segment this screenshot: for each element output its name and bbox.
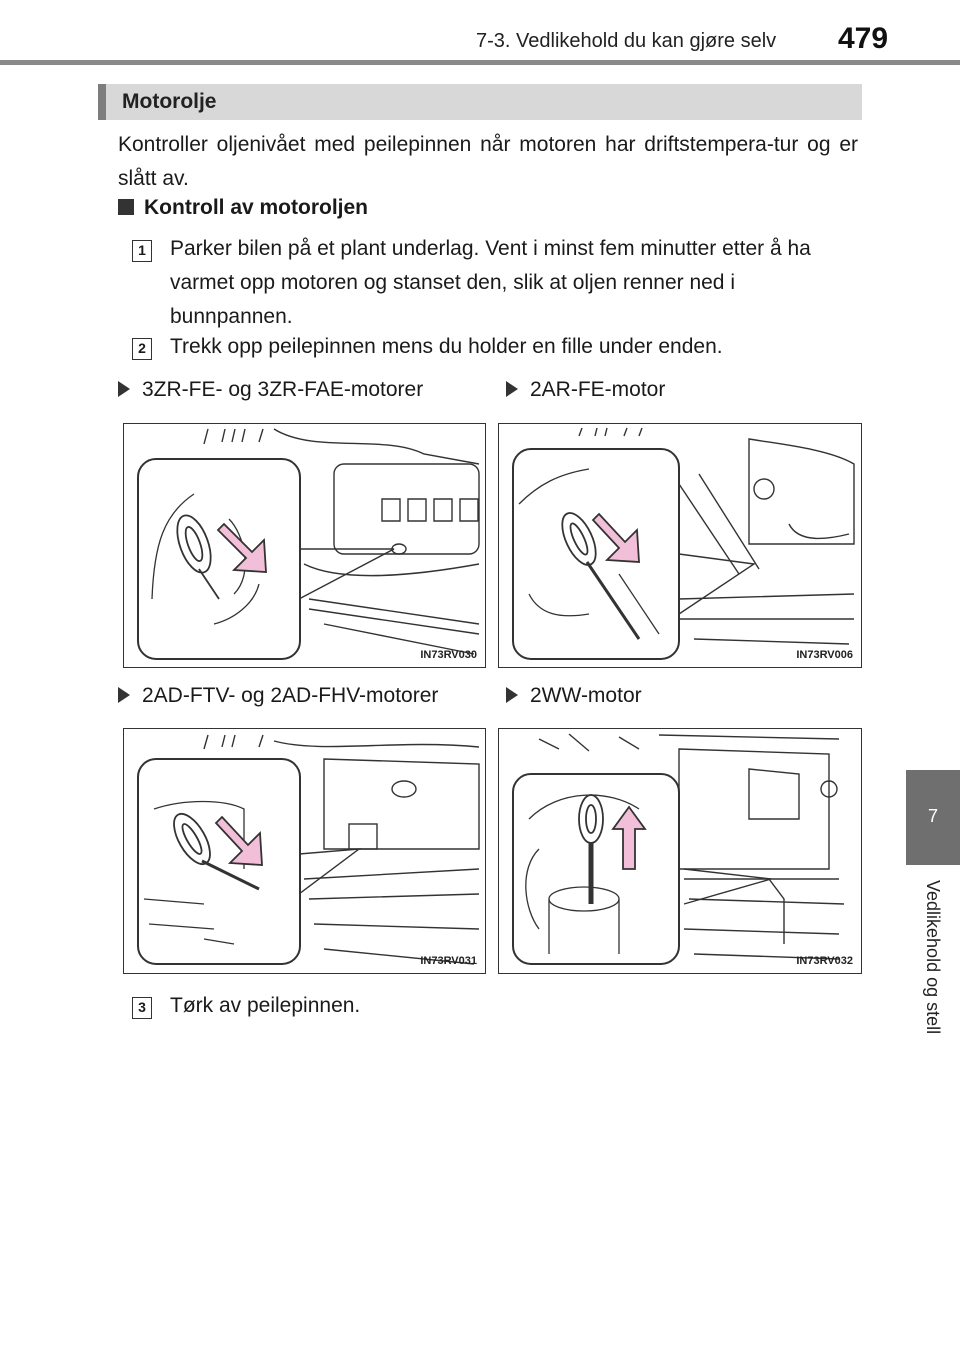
chapter-title: Vedlikehold og stell bbox=[923, 880, 943, 1035]
triangle-bullet-icon bbox=[118, 381, 130, 397]
triangle-bullet-icon bbox=[118, 687, 130, 703]
section-heading-bar: Motorolje bbox=[98, 84, 862, 120]
figure-label-2: 2AR-FE-motor bbox=[506, 378, 665, 402]
figure-label-4: 2WW-motor bbox=[506, 684, 642, 708]
engine-illustration bbox=[137, 734, 480, 965]
figure-engine-3zr: IN73RV030 bbox=[123, 423, 486, 668]
engine-illustration bbox=[512, 427, 855, 660]
figure-engine-2ww: IN73RV032 bbox=[498, 728, 862, 974]
figure-engine-2ad: IN73RV031 bbox=[123, 728, 486, 974]
intro-paragraph: Kontroller oljenivået med peilepinnen nå… bbox=[118, 133, 858, 190]
page-number: 479 bbox=[838, 22, 889, 55]
step-1-text: Parker bilen på et plant underlag. Vent … bbox=[170, 237, 811, 328]
square-bullet-icon bbox=[118, 199, 134, 215]
step-3-number: 3 bbox=[132, 997, 152, 1019]
subheading-text: Kontroll av motoroljen bbox=[144, 196, 369, 219]
figure-code: IN73RV030 bbox=[420, 649, 477, 661]
chapter-number: 7 bbox=[927, 806, 938, 826]
header-divider bbox=[0, 60, 960, 65]
subheading: Kontroll av motoroljen bbox=[118, 196, 368, 220]
step-3-text: Tørk av peilepinnen. bbox=[170, 994, 361, 1017]
figure-code: IN73RV032 bbox=[796, 955, 853, 967]
figure-code: IN73RV031 bbox=[420, 955, 477, 967]
step-2-text: Trekk opp peilepinnen mens du holder en … bbox=[170, 335, 723, 358]
triangle-bullet-icon bbox=[506, 381, 518, 397]
triangle-bullet-icon bbox=[506, 687, 518, 703]
chapter-title-vertical: Vedlikehold og stell bbox=[913, 880, 953, 1070]
engine-illustration bbox=[512, 733, 845, 965]
chapter-tab[interactable]: 7 bbox=[906, 770, 960, 865]
figure-engine-2ar: IN73RV006 bbox=[498, 423, 862, 668]
section-title: Motorolje bbox=[122, 90, 217, 113]
figure-label-1: 3ZR-FE- og 3ZR-FAE-motorer bbox=[118, 378, 423, 402]
figure-label-3: 2AD-FTV- og 2AD-FHV-motorer bbox=[118, 684, 438, 708]
figure-code: IN73RV006 bbox=[796, 649, 853, 661]
running-header: 7-3. Vedlikehold du kan gjøre selv bbox=[476, 30, 777, 52]
step-2-number: 2 bbox=[132, 338, 152, 360]
step-1-number: 1 bbox=[132, 240, 152, 262]
engine-illustration bbox=[137, 428, 480, 660]
